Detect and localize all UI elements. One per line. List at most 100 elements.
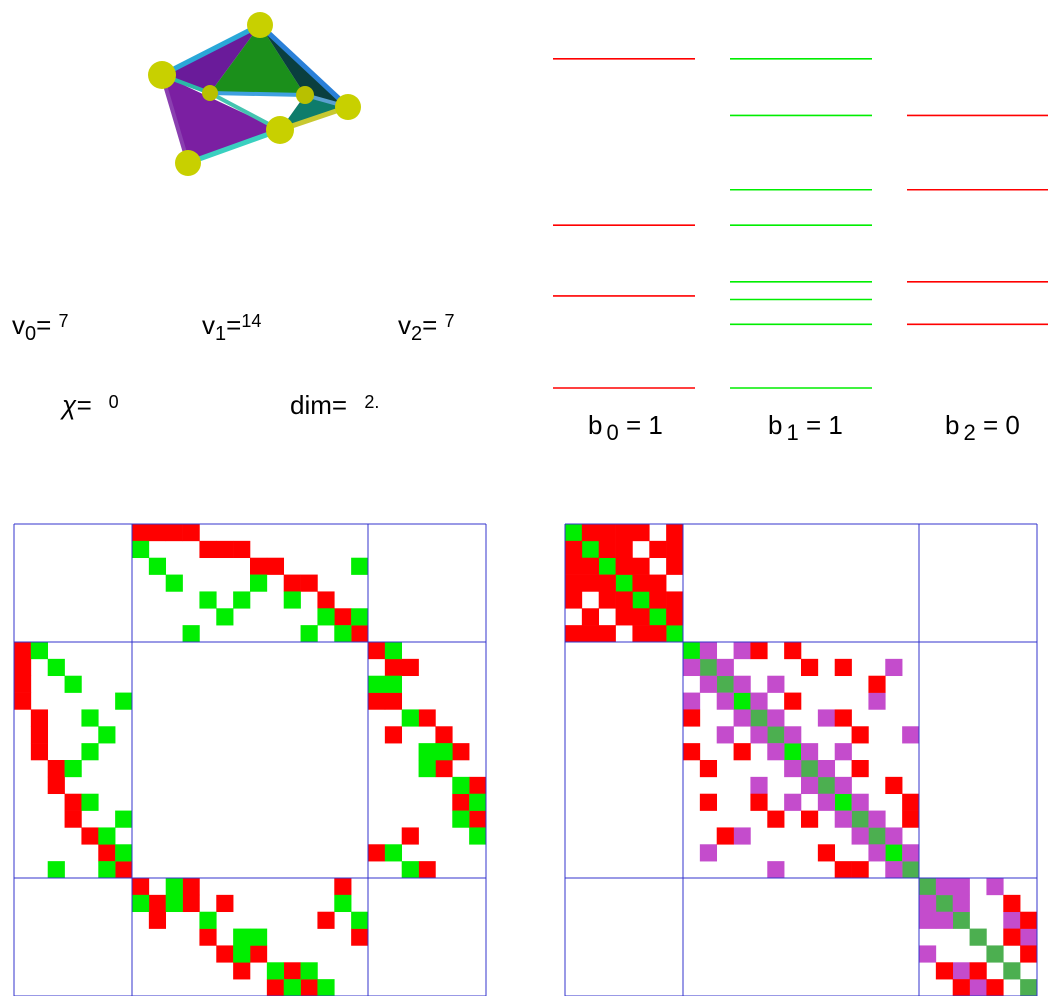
matrix-cell xyxy=(598,524,616,542)
matrix-cell xyxy=(64,793,82,811)
matrix-cell xyxy=(683,642,701,660)
matrix-cell xyxy=(885,844,903,862)
matrix-cell xyxy=(565,557,583,575)
vertex-sphere xyxy=(266,116,294,144)
edge-6 xyxy=(160,74,190,164)
matrix-cell xyxy=(615,524,633,542)
matrix-cell xyxy=(851,861,869,879)
matrix-cell xyxy=(81,827,99,845)
matrix-cell xyxy=(750,692,768,710)
matrix-cell xyxy=(469,827,487,845)
matrix-cell xyxy=(615,608,633,626)
matrix-cell xyxy=(868,827,886,845)
matrix-cell xyxy=(801,760,819,778)
matrix-cell xyxy=(834,861,852,879)
matrix-cell xyxy=(801,776,819,795)
edge-4 xyxy=(209,91,306,97)
matrix-cell xyxy=(986,945,1004,963)
matrix-cell xyxy=(801,743,819,761)
matrix-cell xyxy=(632,524,650,542)
matrix-cell xyxy=(801,810,819,828)
matrix-cell xyxy=(266,979,285,996)
vertex-sphere xyxy=(148,61,176,89)
matrix-cell xyxy=(182,524,200,542)
matrix-cell xyxy=(851,793,869,811)
matrix-cell xyxy=(216,894,234,913)
matrix-cell xyxy=(565,574,583,592)
matrix-cell xyxy=(317,979,335,996)
matrix-cell xyxy=(598,557,616,575)
matrix-cell xyxy=(565,540,583,559)
matrix-cell xyxy=(266,962,285,980)
laplacian-matrix xyxy=(564,523,1038,996)
matrix-cell xyxy=(300,979,318,996)
matrix-cell xyxy=(649,625,667,643)
matrix-cell xyxy=(30,642,49,660)
matrix-cell xyxy=(233,928,251,946)
matrix-cell xyxy=(1003,962,1021,980)
vertex-sphere xyxy=(202,85,218,101)
matrix-cell xyxy=(834,709,852,727)
matrix-cell xyxy=(384,675,403,693)
matrix-cell xyxy=(47,760,65,778)
matrix-cell xyxy=(98,827,116,845)
matrix-cell xyxy=(767,675,785,693)
matrix-cell xyxy=(902,726,920,744)
matrix-cell xyxy=(216,945,234,963)
matrix-cell xyxy=(115,861,133,879)
matrix-cell xyxy=(683,658,701,677)
matrix-cell xyxy=(935,894,954,913)
matrix-cell xyxy=(969,928,987,946)
matrix-cell xyxy=(165,524,183,542)
matrix-cell xyxy=(885,776,903,795)
matrix-cell xyxy=(581,557,600,575)
matrix-cell xyxy=(182,894,200,913)
matrix-cell xyxy=(784,793,802,811)
matrix-cell xyxy=(952,894,970,913)
matrix-cell xyxy=(469,793,487,811)
face-green xyxy=(210,25,305,95)
matrix-cell xyxy=(784,760,802,778)
matrix-cell xyxy=(351,928,369,946)
matrix-cell xyxy=(598,540,616,559)
matrix-cell xyxy=(418,709,436,727)
matrix-cell xyxy=(148,524,167,542)
matrix-cell xyxy=(1003,894,1021,913)
v0-count: v0= 7 xyxy=(12,310,69,345)
matrix-cell xyxy=(581,524,600,542)
matrix-cell xyxy=(30,743,49,761)
matrix-cell xyxy=(649,540,667,559)
matrix-cell xyxy=(581,540,600,559)
matrix-cell xyxy=(182,878,200,896)
matrix-cell xyxy=(868,692,886,710)
matrix-cell xyxy=(581,625,600,643)
matrix-cell xyxy=(469,810,487,828)
matrix-cell xyxy=(452,743,470,761)
matrix-cell xyxy=(384,844,403,862)
matrix-cell xyxy=(885,658,903,677)
matrix-cell xyxy=(250,574,268,592)
matrix-cell xyxy=(98,861,116,879)
matrix-cell xyxy=(300,574,318,592)
matrix-cell xyxy=(919,911,937,929)
matrix-cell xyxy=(283,979,301,996)
matrix-cell xyxy=(182,625,200,643)
matrix-cell xyxy=(919,878,937,896)
matrix-cell xyxy=(817,709,836,727)
matrix-cell xyxy=(1003,911,1021,929)
matrix-cell xyxy=(581,574,600,592)
v2-count: v2= 7 xyxy=(398,310,455,345)
matrix-cell xyxy=(733,642,751,660)
matrix-cell xyxy=(716,658,734,677)
matrix-cell xyxy=(14,658,32,677)
matrix-cell xyxy=(250,557,268,575)
matrix-cell xyxy=(47,861,65,879)
matrix-cell xyxy=(969,979,987,996)
matrix-cell xyxy=(266,557,285,575)
matrix-cell xyxy=(334,894,352,913)
matrix-cell xyxy=(334,625,352,643)
matrix-cell xyxy=(401,861,419,879)
matrix-cell xyxy=(283,962,301,980)
matrix-cell xyxy=(233,591,251,609)
